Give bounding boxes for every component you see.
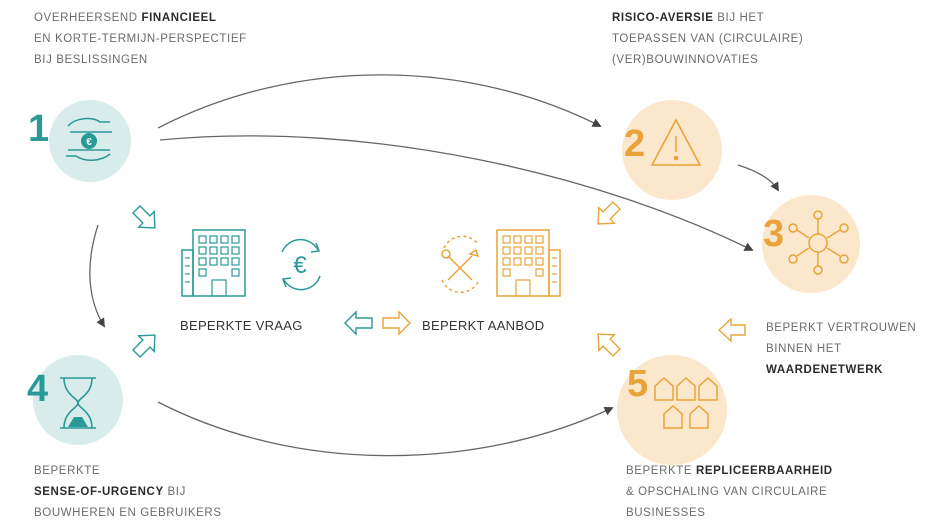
arrow-2-to-3	[737, 164, 779, 192]
caption-4-line3: BOUWHEREN EN GEBRUIKERS	[34, 507, 222, 519]
number-3: 3	[763, 213, 785, 255]
hands-coin-icon: €	[66, 117, 112, 161]
demand-label: BEPERKTE VRAAG	[180, 318, 303, 333]
number-1: 1	[28, 108, 50, 150]
caption-1-line2: EN KORTE-TERMIJN-PERSPECTIEF	[34, 33, 247, 45]
caption-1-line3: BIJ BESLISSINGEN	[34, 54, 148, 66]
caption-5-line3: BUSINESSES	[626, 507, 706, 519]
houses-icon	[654, 376, 718, 429]
caption-3-bold: WAARDENETWERK	[766, 364, 884, 376]
euro-cycle-icon: €	[281, 238, 321, 291]
block-arrow-from-4	[131, 334, 156, 359]
caption-2: RISICO-AVERSIE BIJ HET TOEPASSEN VAN (CI…	[612, 8, 803, 71]
warning-triangle-icon	[650, 118, 702, 166]
building-demand-icon	[181, 229, 246, 297]
caption-2-bold: RISICO-AVERSIE	[612, 12, 714, 24]
caption-1-bold: FINANCIEEL	[141, 12, 217, 24]
block-arrow-from-2	[597, 200, 622, 225]
circle-2	[622, 100, 722, 200]
caption-1: OVERHEERSEND FINANCIEEL EN KORTE-TERMIJN…	[34, 8, 247, 71]
circle-5	[617, 355, 727, 465]
number-2: 2	[624, 123, 646, 165]
circle-3	[762, 195, 860, 293]
svg-text:€: €	[86, 137, 92, 148]
caption-3: BEPERKT VERTROUWEN BINNEN HET WAARDENETW…	[766, 318, 916, 381]
number-4: 4	[27, 368, 49, 410]
arrow-4-to-5	[157, 401, 614, 457]
caption-3-line2: BINNEN HET	[766, 343, 842, 355]
caption-4: BEPERKTE SENSE-OF-URGENCY BIJ BOUWHEREN …	[34, 461, 222, 524]
circle-4	[33, 355, 123, 445]
block-arrow-from-3	[717, 317, 746, 343]
euro-symbol: €	[293, 252, 307, 279]
double-arrow	[344, 310, 411, 336]
caption-1-text: OVERHEERSEND	[34, 12, 142, 24]
caption-4-text: BIJ	[163, 486, 186, 498]
block-arrow-from-5	[597, 333, 622, 358]
caption-2-line2: TOEPASSEN VAN (CIRCULAIRE)	[612, 33, 804, 45]
caption-5-line2: & OPSCHALING VAN CIRCULAIRE	[626, 486, 828, 498]
tools-icon	[441, 235, 480, 294]
arrow-1-to-4	[89, 224, 105, 328]
caption-2-text: BIJ HET	[713, 12, 765, 24]
caption-5-text: BEPERKTE	[626, 465, 696, 477]
network-node-icon	[788, 210, 849, 275]
caption-5-bold: REPLICEERBAARHEID	[695, 465, 833, 477]
arrow-1-to-3	[159, 135, 754, 251]
building-supply-icon	[496, 229, 561, 297]
caption-4-bold: SENSE-OF-URGENCY	[34, 486, 164, 498]
hourglass-icon	[60, 377, 96, 429]
number-5: 5	[627, 363, 649, 405]
caption-5: BEPERKTE REPLICEERBAARHEID & OPSCHALING …	[626, 461, 833, 524]
block-arrow-from-1	[131, 204, 156, 229]
caption-4-line1: BEPERKTE	[34, 465, 101, 477]
caption-2-line3: (VER)BOUWINNOVATIES	[612, 54, 759, 66]
arrow-1-to-2	[157, 74, 602, 129]
supply-label: BEPERKT AANBOD	[422, 318, 545, 333]
caption-3-line1: BEPERKT VERTROUWEN	[766, 322, 917, 334]
